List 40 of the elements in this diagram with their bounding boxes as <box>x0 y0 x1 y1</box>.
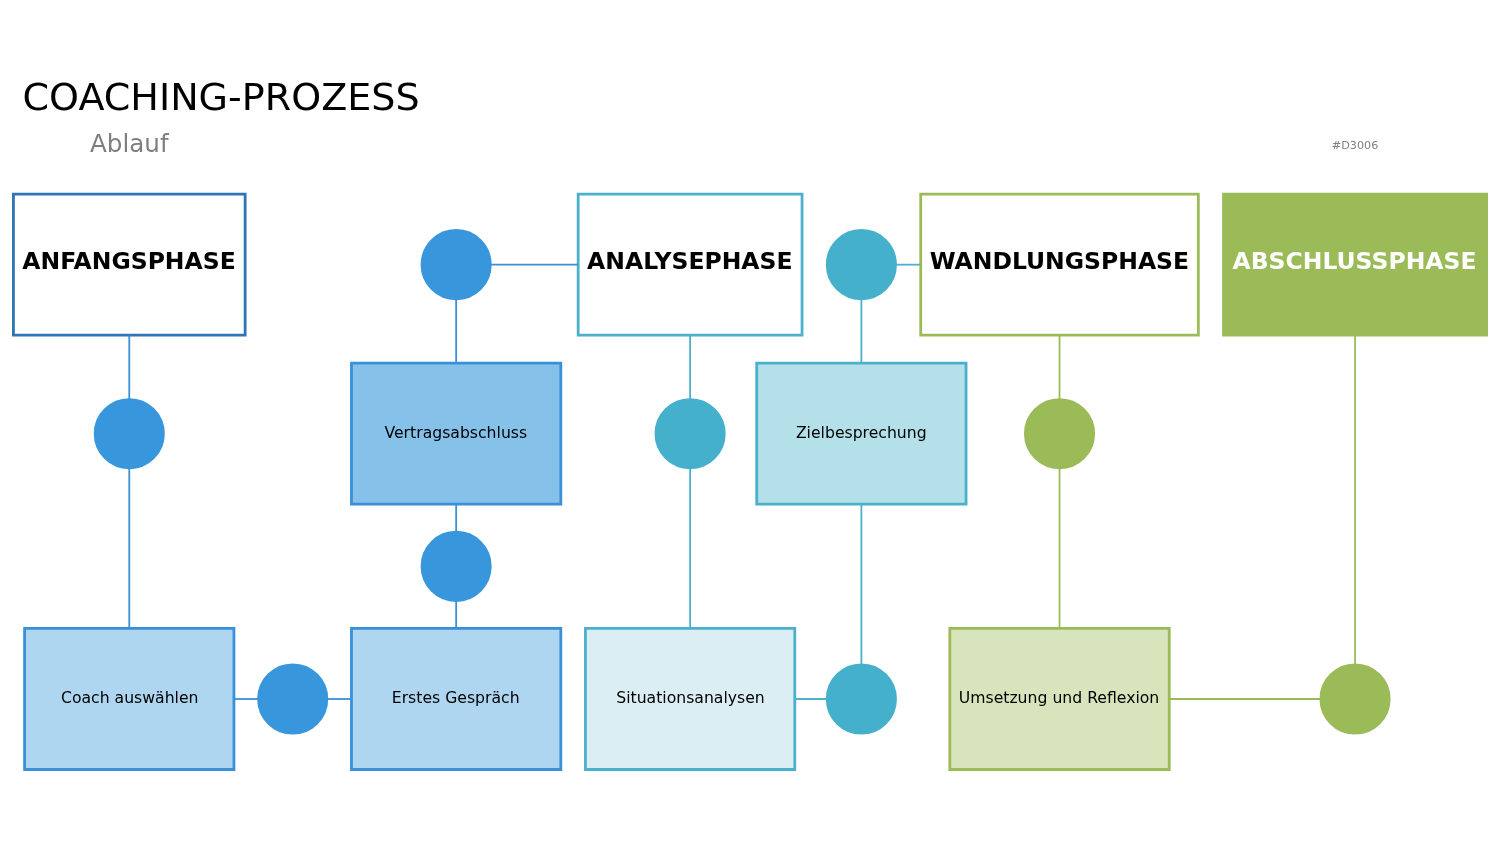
connector <box>894 263 922 266</box>
connector <box>1168 697 1322 700</box>
node-box: Zielbesprechung <box>755 361 968 506</box>
connector <box>325 697 352 700</box>
connector <box>128 334 131 400</box>
node-box: ANALYSEPHASE <box>576 192 804 337</box>
node-box: ABSCHLUSSPHASE <box>1222 192 1488 337</box>
node-box: WANDLUNGSPHASE <box>919 192 1200 337</box>
connector <box>860 297 863 364</box>
node-circle <box>654 397 726 469</box>
connector <box>489 263 579 266</box>
connector <box>128 466 131 629</box>
node-circle <box>1024 397 1096 469</box>
connector <box>689 466 691 629</box>
node-circle <box>420 530 492 602</box>
node-box: ANFANGSPHASE <box>12 192 247 337</box>
connector <box>455 297 458 364</box>
node-circle <box>257 662 329 735</box>
connector <box>455 502 458 533</box>
node-circle <box>93 397 165 469</box>
connector <box>455 599 458 629</box>
node-box: Vertragsabschluss <box>350 361 563 506</box>
connector <box>233 697 260 700</box>
connector <box>1058 334 1061 400</box>
label: Ablauf <box>89 128 169 158</box>
node-box: Situationsanalysen <box>584 626 797 771</box>
node-circle <box>825 662 897 735</box>
node-box: Coach auswählen <box>23 626 236 771</box>
diagram-title: COACHING-PROZESS <box>22 74 420 119</box>
node-circle <box>420 228 492 300</box>
node-circle <box>1319 662 1391 735</box>
connector <box>1354 333 1356 665</box>
connector <box>689 334 691 400</box>
label: #D3006 <box>1331 138 1379 152</box>
connector <box>860 502 863 665</box>
connector <box>1058 466 1061 629</box>
node-box: Umsetzung und Reflexion <box>948 626 1171 771</box>
node-box: Erstes Gespräch <box>350 626 563 771</box>
node-circle <box>825 228 897 300</box>
connector <box>793 697 828 700</box>
